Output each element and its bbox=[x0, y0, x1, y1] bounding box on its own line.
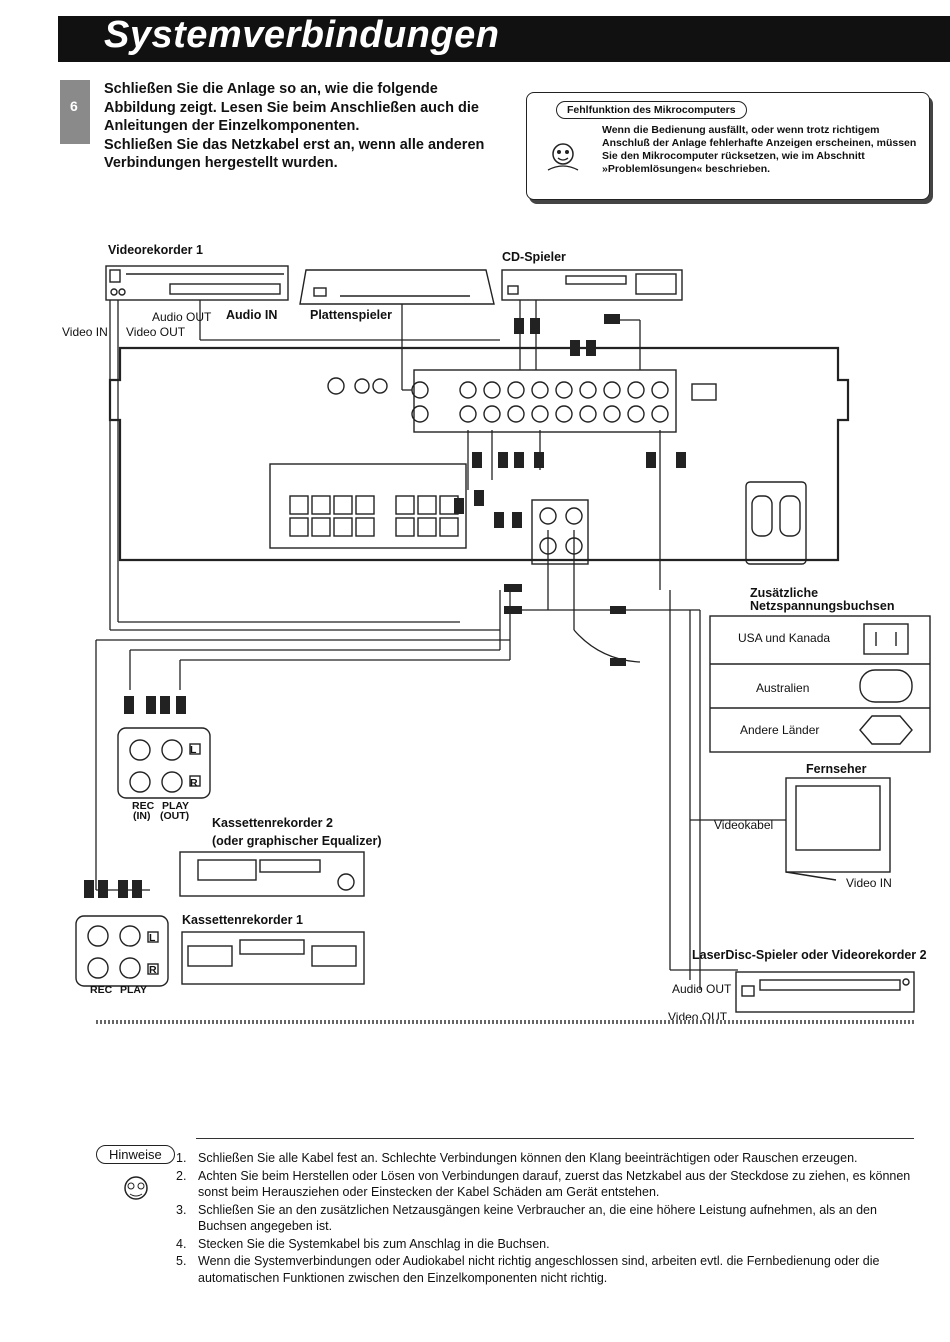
audio-in-label: Audio IN bbox=[226, 308, 278, 322]
outlets-title-1: Zusätzliche bbox=[750, 586, 819, 600]
tape2-rec-label: REC bbox=[132, 800, 155, 812]
tape1-label: Kassettenrekorder 1 bbox=[182, 913, 303, 927]
title-bar bbox=[58, 16, 950, 62]
tv-video-in-label: Video IN bbox=[846, 876, 892, 890]
notes-list: 1.Schließen Sie alle Kabel fest an. Schl… bbox=[174, 1150, 916, 1287]
section-number: 6 bbox=[70, 98, 78, 114]
connection-wires bbox=[95, 300, 786, 990]
tape2-l-label: L bbox=[190, 744, 197, 756]
laserdisc-audio-out-label: Audio OUT bbox=[672, 982, 732, 996]
tape2-out-label: (OUT) bbox=[160, 810, 190, 822]
help-character-icon bbox=[547, 143, 579, 171]
cd-player-device bbox=[501, 269, 683, 301]
intro-paragraph-1: Schließen Sie die Anlage so an, wie die … bbox=[104, 81, 479, 135]
note-item: 5.Wenn die Systemverbindungen oder Audio… bbox=[176, 1254, 880, 1285]
note-item: 2.Achten Sie beim Herstellen oder Lösen … bbox=[176, 1168, 911, 1200]
tape2-play-label: PLAY bbox=[162, 800, 190, 812]
section-divider bbox=[96, 1020, 914, 1024]
video-cable-label: Videokabel bbox=[714, 818, 774, 832]
vcr1-label: Videorekorder 1 bbox=[108, 243, 203, 257]
tape1-jack-panel bbox=[75, 915, 169, 987]
tape1-r-label: R bbox=[149, 964, 157, 976]
warning-heading: Fehlfunktion des Mikrocomputers bbox=[556, 101, 747, 119]
note-item: 1.Schließen Sie alle Kabel fest an. Schl… bbox=[176, 1151, 858, 1165]
tape2-jack-panel bbox=[117, 727, 211, 799]
vcr1-device bbox=[105, 265, 289, 301]
notes-rule bbox=[196, 1138, 914, 1139]
notes-character-icon bbox=[124, 1176, 148, 1200]
note-item: 3.Schließen Sie an den zusätzlichen Netz… bbox=[176, 1202, 877, 1234]
intro-paragraph-2: Schließen Sie das Netzkabel erst an, wen… bbox=[104, 136, 485, 172]
vcr1-video-out-label: Video OUT bbox=[126, 325, 186, 339]
outlets-title-2: Netzspannungsbuchsen bbox=[750, 599, 895, 613]
laserdisc-device bbox=[735, 971, 915, 1013]
note-item: 4.Stecken Sie die Systemkabel bis zum An… bbox=[176, 1236, 550, 1251]
outlets-table bbox=[709, 615, 931, 753]
tape2-device bbox=[179, 851, 365, 897]
tape2-label-2: (oder graphischer Equalizer) bbox=[212, 834, 382, 848]
outlet-us-label: USA und Kanada bbox=[738, 631, 831, 645]
laserdisc-label: LaserDisc-Spieler oder Videorekorder 2 bbox=[692, 948, 927, 962]
turntable-device bbox=[299, 269, 495, 305]
tape1-l-label: L bbox=[149, 932, 156, 944]
rca-plugs bbox=[84, 314, 686, 898]
tape2-in-label: (IN) bbox=[133, 810, 151, 822]
connection-diagram bbox=[75, 265, 931, 1013]
tape1-rec-label: REC bbox=[90, 984, 113, 996]
turntable-label: Plattenspieler bbox=[310, 308, 392, 322]
tape1-play-label: PLAY bbox=[120, 984, 148, 996]
tv-label: Fernseher bbox=[806, 762, 867, 776]
tape2-label-1: Kassettenrekorder 2 bbox=[212, 816, 333, 830]
notes-label: Hinweise bbox=[96, 1145, 175, 1164]
vcr1-video-in-label: Video IN bbox=[62, 325, 108, 339]
vcr1-audio-out-label: Audio OUT bbox=[152, 310, 212, 324]
intro-text: Schließen Sie die Anlage so an, wie die … bbox=[104, 80, 509, 173]
outlet-au-label: Australien bbox=[756, 681, 810, 695]
section-tab bbox=[60, 80, 90, 144]
page-title: Systemverbindungen bbox=[104, 14, 500, 56]
tape1-device bbox=[181, 931, 365, 985]
warning-body: Wenn die Bedienung ausfällt, oder wenn t… bbox=[602, 124, 917, 175]
outlet-other-label: Andere Länder bbox=[740, 723, 820, 737]
tv-device bbox=[785, 777, 891, 881]
tape2-r-label: R bbox=[190, 777, 198, 789]
cd-player-label: CD-Spieler bbox=[502, 250, 566, 264]
